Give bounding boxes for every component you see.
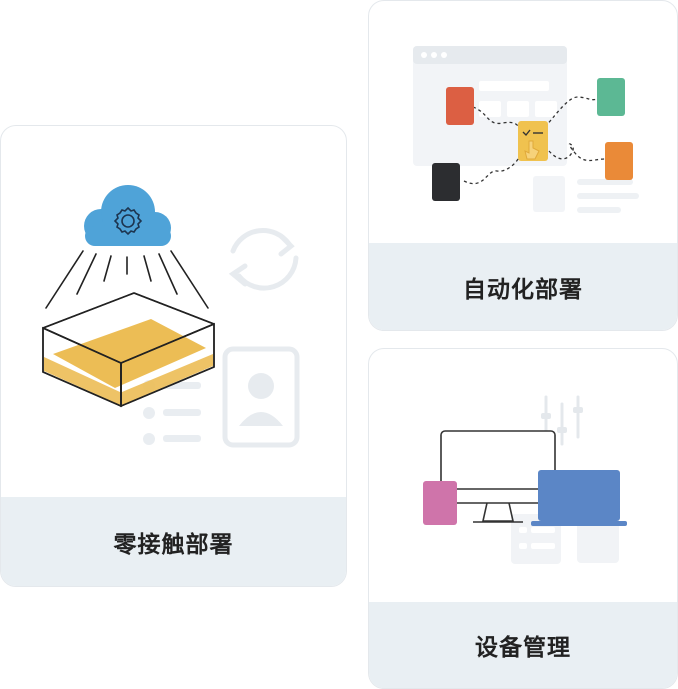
automated-deployment-card[interactable]: 自动化部署: [368, 0, 678, 331]
zero-touch-illustration: [1, 126, 346, 499]
card-title: 设备管理: [475, 635, 571, 661]
card-title: 自动化部署: [463, 276, 583, 303]
card-footer: 自动化部署: [369, 243, 677, 330]
zero-touch-deployment-card[interactable]: 零接触部署: [0, 125, 347, 587]
devices-icon: [423, 395, 627, 564]
card-title: 零接触部署: [113, 531, 234, 558]
devices-illustration: [369, 349, 677, 604]
card-footer: 零接触部署: [1, 497, 346, 586]
workflow-icon: [413, 46, 639, 213]
card-footer: 设备管理: [369, 602, 677, 688]
cloud-box-icon: [42, 185, 300, 448]
automation-illustration: [369, 1, 677, 245]
device-management-card[interactable]: 设备管理: [368, 348, 678, 689]
